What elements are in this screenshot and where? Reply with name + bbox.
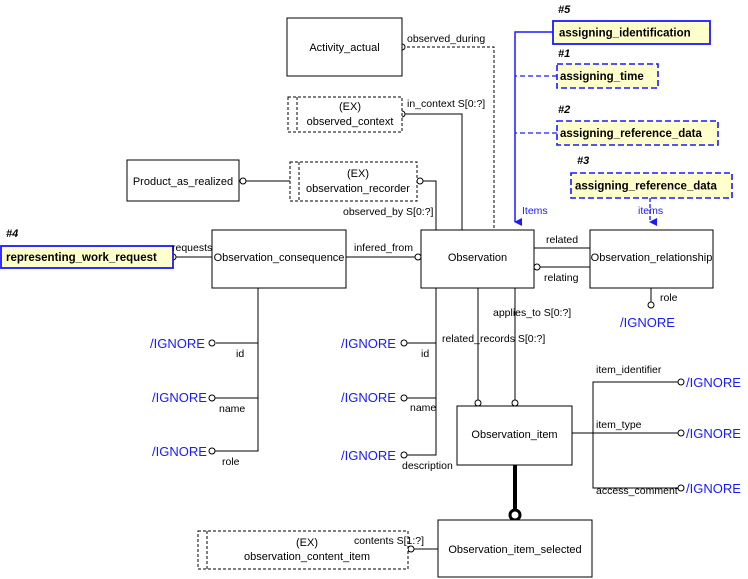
svg-text:representing_work_request: representing_work_request [6,252,157,264]
entity-product-as-realized: Product_as_realized [126,159,240,202]
label-related-records: related_records S[0:?] [442,333,545,345]
ignore-consequence-id: /IGNORE [150,336,205,351]
svg-text:#3: #3 [577,155,589,167]
label-items-relationship: items [638,205,663,217]
label-infered-from: infered_from [354,242,413,254]
reference-representing-work-request: #4 representing_work_request [0,228,174,269]
svg-text:Observation_item_selected: Observation_item_selected [448,544,581,556]
svg-text:#5: #5 [558,4,571,16]
label-items-main: Items [522,205,548,217]
label-item-type: item_type [596,419,642,431]
ignore-observation-description: /IGNORE [341,448,396,463]
entity-observation-item: Observation_item [456,405,573,466]
label-observed-by: observed_by S[0:?] [343,206,434,218]
svg-text:observation_recorder: observation_recorder [306,183,410,195]
svg-text:Activity_actual: Activity_actual [309,42,379,54]
ignore-observation-name: /IGNORE [341,390,396,405]
label-relating: relating [544,272,579,284]
entity-observation-recorder: (EX) observation_recorder [289,161,418,202]
svg-text:Product_as_realized: Product_as_realized [133,176,233,188]
ignore-item-identifier: /IGNORE [686,375,741,390]
svg-text:assigning_identification: assigning_identification [559,28,691,40]
reference-assigning-reference-data-2: #2 assigning_reference_data [556,104,719,146]
svg-text:assigning_reference_data: assigning_reference_data [575,181,718,193]
svg-text:observed_context: observed_context [307,116,394,128]
label-observed-during: observed_during [407,33,485,45]
connector-lines [176,46,678,550]
label-id-consequence: id [236,348,244,360]
ignore-observation-id: /IGNORE [341,336,396,351]
svg-text:#4: #4 [6,228,18,240]
entity-observation-content-item: (EX) observation_content_item [197,530,409,570]
svg-text:Observation_item: Observation_item [471,429,557,441]
label-name-consequence: name [219,403,245,415]
label-id-observation: id [421,348,429,360]
label-applies-to: applies_to S[0:?] [493,307,571,319]
ignore-relationship-role: /IGNORE [620,315,675,330]
entity-observed-context: (EX) observed_context [287,96,403,133]
ignore-access-comment: /IGNORE [686,481,741,496]
svg-text:#1: #1 [558,48,570,60]
entity-observation-consequence: Observation_consequence [211,229,347,289]
svg-text:assigning_time: assigning_time [560,71,644,83]
label-requests: requests [172,242,212,254]
label-related: related [546,234,578,246]
svg-text:Observation_consequence: Observation_consequence [214,252,345,264]
entity-activity-actual: Activity_actual [286,17,403,77]
label-in-context: in_context S[0:?] [407,98,485,110]
label-contents: contents S[1:?] [354,535,424,547]
label-description: description [402,460,453,472]
entity-observation-relationship: Observation_relationship [589,229,714,289]
subtype-circle [508,508,522,522]
label-role-consequence: role [222,456,240,468]
label-name-observation: name [410,402,436,414]
label-access-comment: access_comment [596,485,678,497]
svg-text:#2: #2 [558,104,570,116]
label-item-identifier: item_identifier [596,364,662,376]
svg-text:(EX): (EX) [296,537,318,549]
reference-assigning-reference-data-3: #3 assigning_reference_data [570,155,733,199]
reference-assigning-time: #1 assigning_time [556,48,659,89]
svg-text:assigning_reference_data: assigning_reference_data [560,128,703,140]
ignore-consequence-role: /IGNORE [152,444,207,459]
entity-observation: Observation [420,229,535,289]
svg-text:Observation_relationship: Observation_relationship [591,252,713,264]
svg-text:(EX): (EX) [339,101,361,113]
svg-text:Observation: Observation [448,252,507,264]
label-role-relationship: role [660,292,678,304]
entity-observation-item-selected: Observation_item_selected [437,519,593,578]
svg-text:observation_content_item: observation_content_item [244,551,370,563]
ignore-item-type: /IGNORE [686,426,741,441]
svg-text:(EX): (EX) [347,168,369,180]
reference-assigning-identification: #5 assigning_identification [552,4,711,45]
ignore-consequence-name: /IGNORE [152,390,207,405]
reference-arrows [514,31,657,226]
